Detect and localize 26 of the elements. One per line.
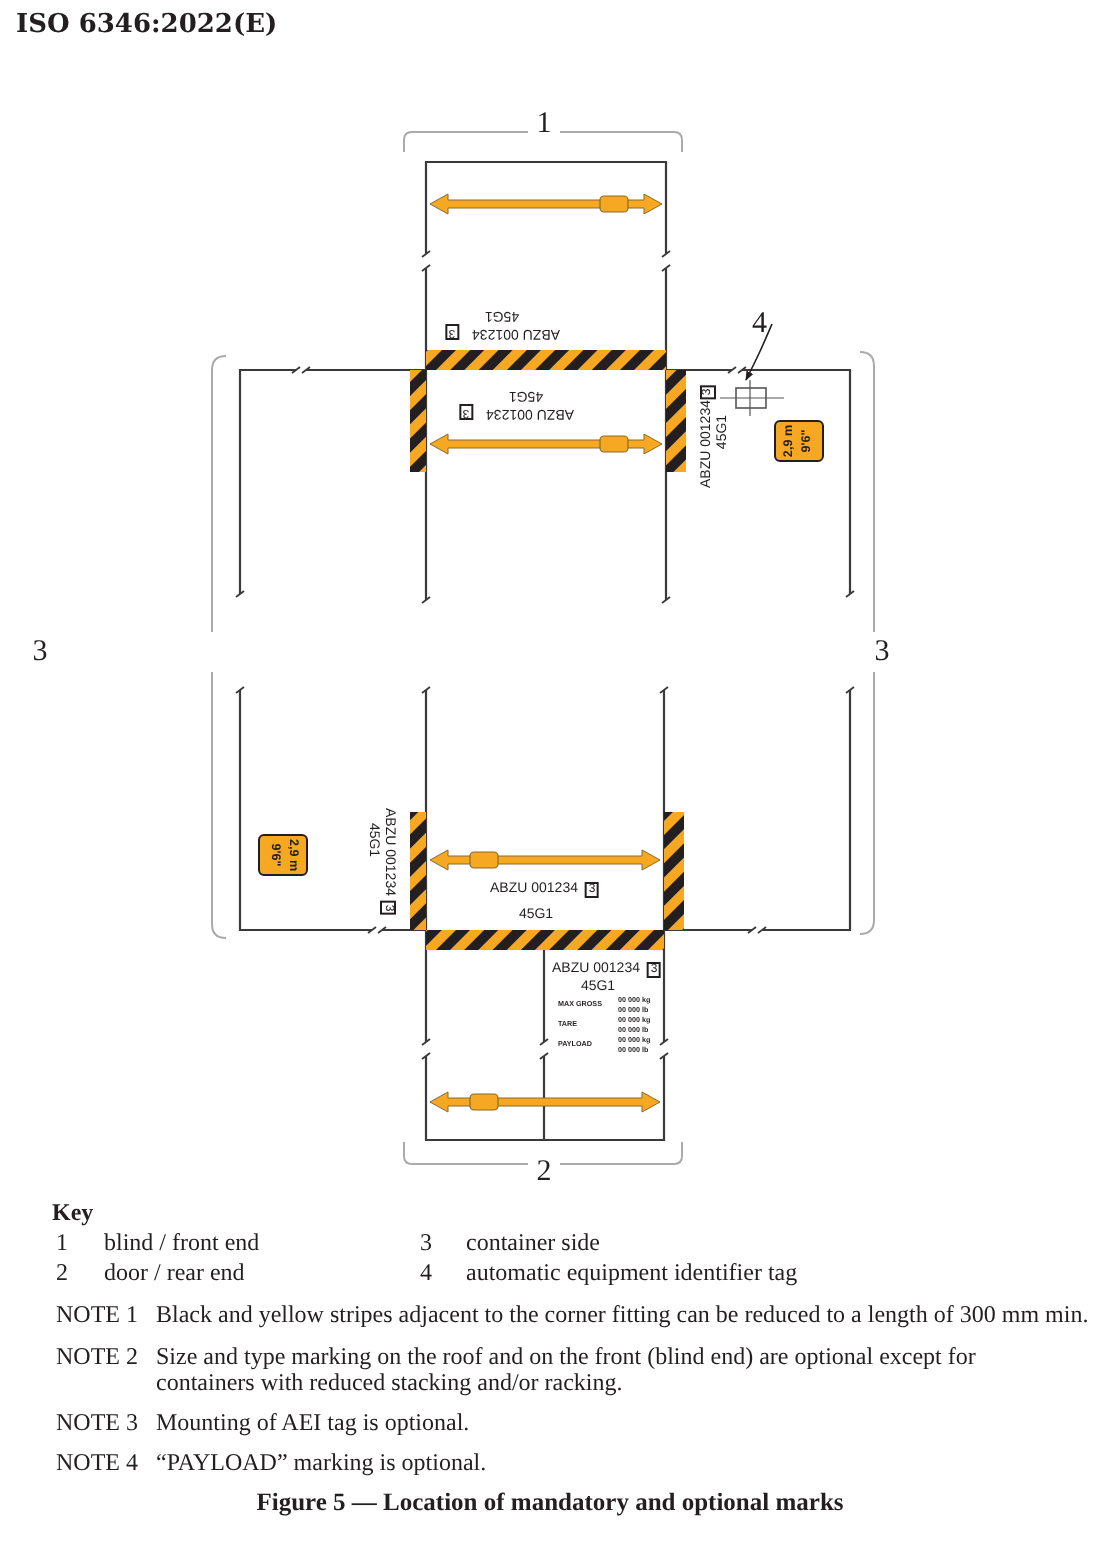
key-number: 4 [420, 1260, 432, 1287]
callout-number: 3 [874, 635, 890, 669]
key-text: automatic equipment identifier tag [466, 1260, 798, 1287]
figure-caption: Figure 5 — Location of mandatory and optional marks [256, 1490, 844, 1518]
note-text: Mounting of AEI tag is optional. [156, 1410, 472, 1437]
key-heading: Key [52, 1200, 94, 1227]
note-text: Black and yellow stripes adjacent to the corner fitting can be reduced to a length of 300 mm min. [156, 1302, 1091, 1329]
note-text: Size and type marking on the roof and on the front (blind end) are optional except for containers with reduced stacking and/or racking. [156, 1344, 978, 1397]
page-header: ISO 6346:2022(E) [16, 12, 278, 41]
callout-number: 2 [536, 1155, 552, 1189]
key-text: blind / front end [104, 1230, 260, 1257]
callout-number: 3 [32, 635, 48, 669]
note-label: NOTE 2 [56, 1344, 138, 1371]
tag-symbol-icon [720, 380, 784, 416]
note-label: NOTE 4 [56, 1450, 138, 1477]
callout-number: 4 [752, 306, 767, 342]
note-label: NOTE 3 [56, 1410, 138, 1437]
key-number: 1 [56, 1230, 68, 1257]
key-text: container side [466, 1230, 600, 1257]
leader-line [745, 323, 773, 381]
key-number: 2 [56, 1260, 68, 1287]
note-label: NOTE 1 [56, 1302, 138, 1329]
note-text: “PAYLOAD” marking is optional. [156, 1450, 489, 1477]
key-number: 3 [420, 1230, 432, 1257]
key-text: door / rear end [104, 1260, 245, 1287]
callout-number: 1 [536, 107, 552, 141]
